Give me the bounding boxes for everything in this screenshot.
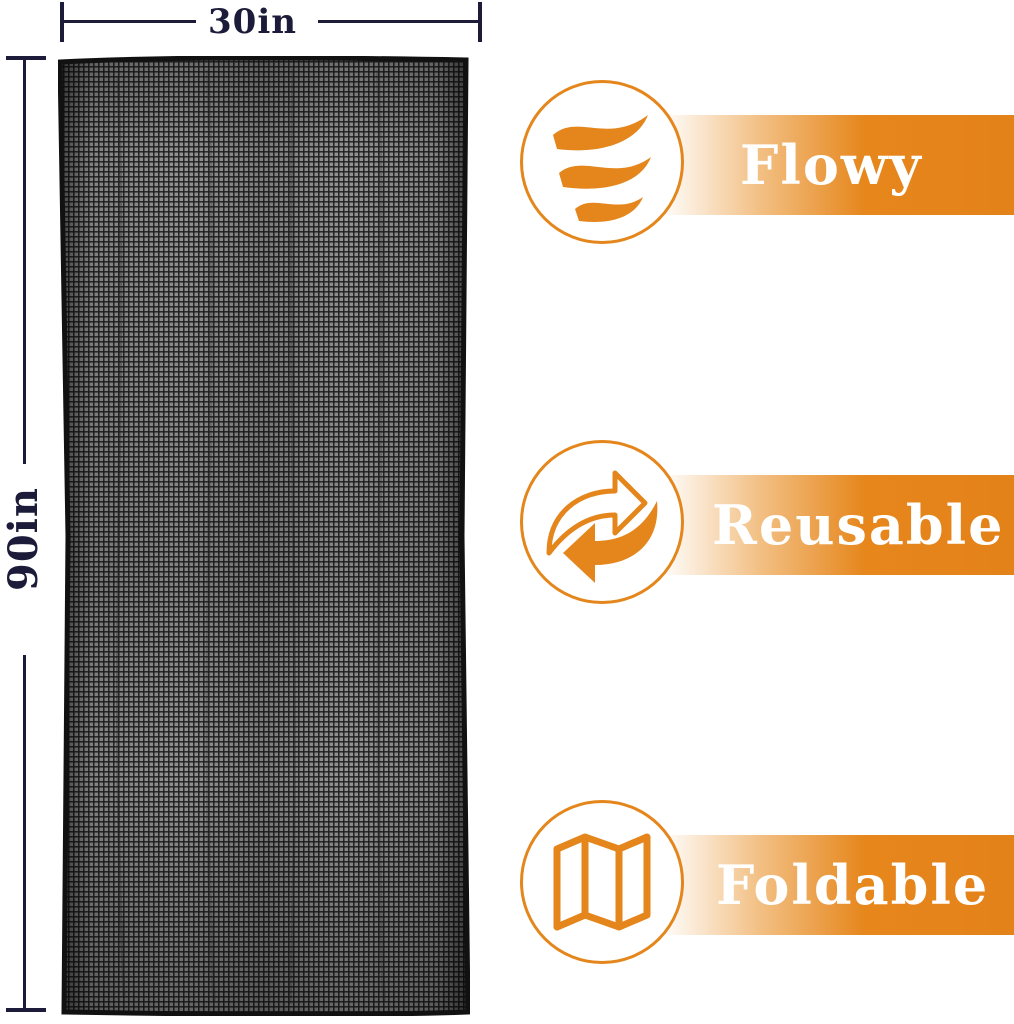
height-label: 90in <box>0 487 47 591</box>
height-line-top <box>23 56 26 464</box>
width-line-right <box>318 20 480 23</box>
folded-map-icon <box>553 833 651 931</box>
gauze-fabric-image <box>57 55 471 1017</box>
feature-foldable-badge <box>520 800 684 964</box>
width-tick-right <box>478 2 482 42</box>
feature-reusable: Reusable <box>520 440 1014 610</box>
height-tick-bottom <box>6 1008 46 1012</box>
height-tick-top <box>6 56 46 60</box>
feature-flowy-band <box>660 115 1014 215</box>
feature-reusable-band <box>660 475 1014 575</box>
width-line-left <box>60 20 196 23</box>
feature-flowy-label: Flowy <box>740 133 923 197</box>
feature-reusable-label: Reusable <box>712 493 1005 557</box>
feature-flowy: Flowy <box>520 80 1014 250</box>
wave-icon <box>553 115 651 222</box>
feature-foldable: Foldable <box>520 800 1014 970</box>
feature-foldable-label: Foldable <box>716 853 990 917</box>
feature-foldable-band <box>660 835 1014 935</box>
feature-reusable-badge <box>520 440 684 604</box>
width-label: 30in <box>208 2 297 42</box>
recycle-arrows-icon <box>546 470 658 583</box>
height-line-bottom <box>23 655 26 1012</box>
feature-flowy-badge <box>520 80 684 244</box>
